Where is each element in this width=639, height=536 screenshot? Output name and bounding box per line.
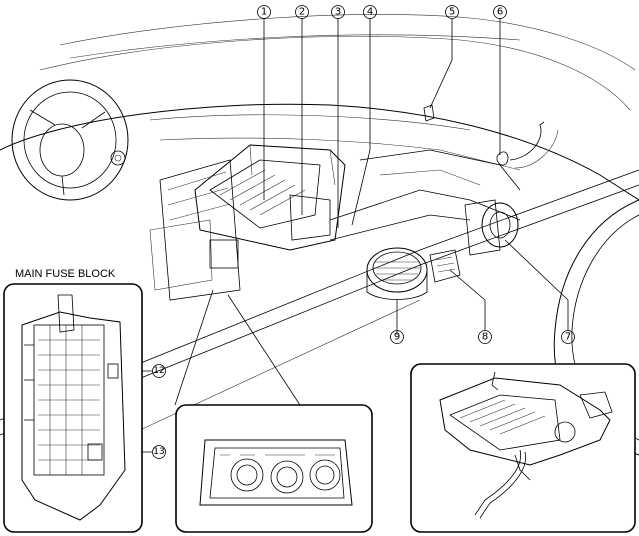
blower-motor bbox=[366, 247, 428, 300]
callout-12: 12 bbox=[153, 366, 164, 376]
dashboard-center-stack bbox=[149, 159, 241, 301]
callout-circles bbox=[152, 5, 575, 526]
callout-13: 13 bbox=[153, 447, 164, 457]
callout-8: 8 bbox=[482, 332, 488, 343]
climate-control-panel-inset bbox=[175, 404, 373, 533]
callout-1: 1 bbox=[261, 7, 267, 18]
ambient-temperature-sensor bbox=[496, 121, 559, 169]
callout-numbers: 1 2 3 4 5 6 7 8 9 10 11 12 13 bbox=[153, 7, 571, 524]
steering-wheel bbox=[11, 79, 129, 201]
hvac-unit bbox=[194, 144, 521, 251]
callout-9: 9 bbox=[394, 332, 400, 343]
power-transistor bbox=[429, 249, 461, 283]
zoom-leaders bbox=[174, 289, 301, 406]
callout-6: 6 bbox=[497, 7, 503, 18]
heater-unit-inset bbox=[410, 363, 636, 533]
callout-7: 7 bbox=[565, 332, 571, 343]
callout-5: 5 bbox=[449, 7, 455, 18]
fuse-block-title: MAIN FUSE BLOCK bbox=[15, 268, 116, 280]
sunlight-sensor bbox=[423, 104, 435, 122]
callout-4: 4 bbox=[367, 7, 373, 18]
intake-fan-housing bbox=[464, 199, 519, 256]
main-fuse-block-inset: MAIN FUSE BLOCK bbox=[3, 268, 143, 533]
callout-2: 2 bbox=[299, 7, 305, 18]
callout-3: 3 bbox=[335, 7, 341, 18]
